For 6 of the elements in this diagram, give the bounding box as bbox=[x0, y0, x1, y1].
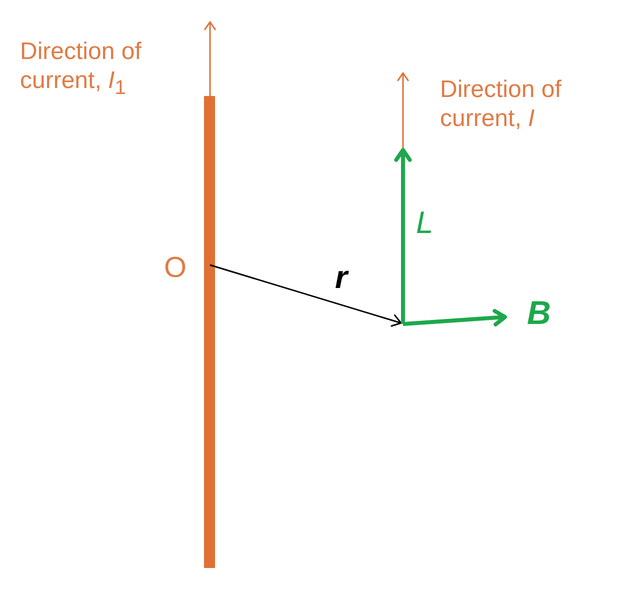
point-label: O bbox=[164, 251, 187, 286]
vector-label: B bbox=[527, 293, 551, 333]
vector-label: r bbox=[335, 258, 348, 296]
current-direction-label: Direction of current, I bbox=[440, 76, 562, 134]
current-direction-label: Direction of current, I$_{1}$ bbox=[20, 38, 142, 100]
vector-label: L bbox=[416, 204, 434, 242]
